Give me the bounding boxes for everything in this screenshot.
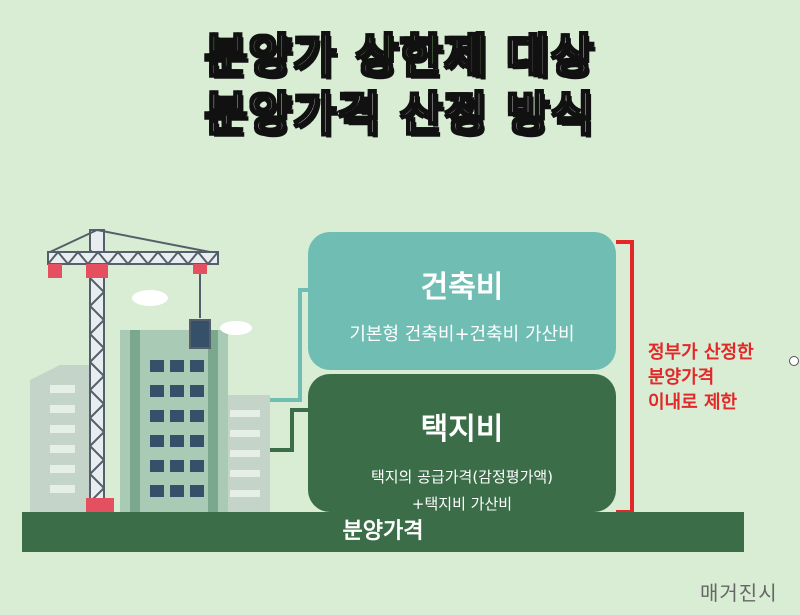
title-highlight: 분양가 상한제 <box>204 28 489 84</box>
sale-price-label: 분양가격 <box>342 519 424 544</box>
construction-subtitle: 기본형 건축비+건축비 가산비 <box>349 324 575 345</box>
back-building-right <box>222 395 270 512</box>
title-line-1: 분양가 상한제 대상 <box>0 20 800 86</box>
crane-cab <box>86 264 108 278</box>
construction-title: 건축비 <box>420 270 504 305</box>
government-cap-note: 정부가 산정한 분양가격 이내로 제한 <box>648 340 754 415</box>
land-subtitle-2: +택지비 가산비 <box>411 495 513 513</box>
crane-trolley <box>193 264 207 274</box>
side-handle-icon[interactable] <box>789 356 799 366</box>
watermark: 매거진시 <box>700 581 778 605</box>
crane-load <box>189 319 211 349</box>
crane <box>47 229 219 513</box>
note-line: 이내로 제한 <box>648 392 738 413</box>
title-rest: 대상 <box>488 28 596 84</box>
price-cap-bracket <box>616 240 634 514</box>
land-cost-box: 택지비 택지의 공급가격(감정평가액) +택지비 가산비 <box>308 374 616 513</box>
title-line-2: 분양가격 산정 방식 <box>204 86 596 142</box>
connector-construction <box>270 288 310 402</box>
crane-counterweight <box>48 264 62 278</box>
connector-land <box>270 408 310 452</box>
construction-cost-box: 건축비 기본형 건축비+건축비 가산비 <box>308 232 616 370</box>
note-line: 분양가격 <box>648 367 715 388</box>
main-building <box>120 330 228 512</box>
note-line: 정부가 산정한 <box>648 342 754 363</box>
land-subtitle-1: 택지의 공급가격(감정평가액) <box>370 468 554 486</box>
ground-bar <box>22 512 744 552</box>
back-building-left <box>30 365 95 512</box>
clouds <box>132 290 252 335</box>
crane-base <box>86 498 114 512</box>
land-title: 택지비 <box>420 412 504 447</box>
